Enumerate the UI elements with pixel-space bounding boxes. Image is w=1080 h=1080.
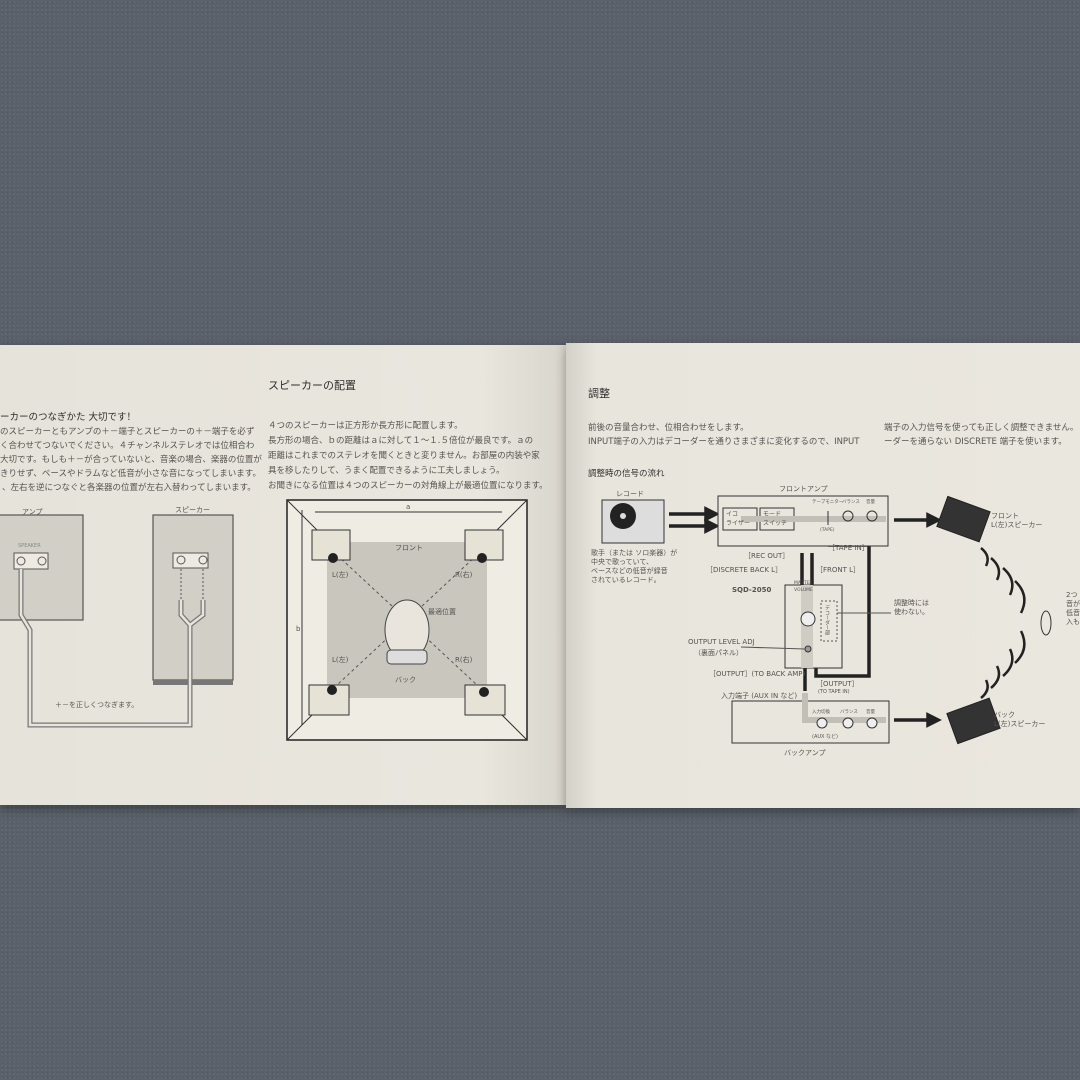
cut-note: 2つ <box>1066 591 1078 599</box>
text-line: く合わせてつないでください。４チャンネルステレオでは位相合わ <box>0 441 255 451</box>
master-volume-label: VOLUME <box>794 588 813 593</box>
text-line: INPUT端子の入力はデコーダーを通りさまざまに変化するので、INPUT <box>588 437 860 447</box>
text-line: 、左右を逆につなぐと各楽器の位置が左右入替わってしまいます。 <box>2 483 256 493</box>
back-speaker-label: L(左)スピーカー <box>994 720 1046 728</box>
cut-note: 入も <box>1066 618 1080 626</box>
back-left-label: L(左) <box>332 656 349 664</box>
text-line: 長方形の場合、ｂの距離はａに対して１～１.５倍位が最良です。ａの <box>268 436 534 446</box>
mode-switch-label: モード <box>763 511 782 518</box>
speaker-label: スピーカー <box>175 506 210 514</box>
adjustment-heading: 調整 <box>588 387 610 400</box>
record-label: レコード <box>616 490 644 498</box>
mode-switch-label: スイッチ <box>763 520 788 527</box>
wiring-illustration <box>0 514 234 728</box>
decoder-note: 使わない。 <box>894 608 929 616</box>
front-right-label: R(右) <box>455 571 473 579</box>
text-line: のスピーカーともアンプの＋－端子とスピーカーの＋－端子を必ず <box>0 427 255 437</box>
back-amp-label: バックアンプ <box>784 749 826 757</box>
front-speaker-label: フロント <box>991 512 1019 520</box>
left-page: スピーカーの配置 ーカーのつなぎかた 大切です！ のスピーカーともアンプの＋－端… <box>0 345 566 805</box>
placement-illustration <box>286 499 528 741</box>
input-select-label: 入力切換 <box>812 710 830 715</box>
section-heading-placement: スピーカーの配置 <box>268 379 356 392</box>
text-line: 大切です。もしも＋－が合っていないと、音楽の場合、楽器の位置が <box>0 455 262 465</box>
text-line: お聞きになる位置は４つのスピーカーの対角線上が最適位置になります。 <box>268 481 548 491</box>
signal-flow-heading: 調整時の信号の流れ <box>588 469 665 479</box>
balance-label: バランス <box>840 710 858 715</box>
master-volume-label: MASTER <box>794 581 813 586</box>
output-back-label: ［OUTPUT］(TO BACK AMP) <box>709 670 806 678</box>
text-line: 端子の入力信号を使っても正しく調整できません。 <box>884 423 1079 433</box>
aux-label: (AUX など) <box>812 734 838 740</box>
record-caption: 歌手（または ソロ楽器）が <box>591 549 678 557</box>
input-terminal-label: 入力端子 (AUX IN など) <box>721 692 798 700</box>
output-tape-label: ［OUTPUT］ <box>816 680 859 688</box>
text-line: きりせず、ベースやドラムなど低音が小さな音になってしまいます。 <box>0 469 261 479</box>
cut-note: 低音 <box>1066 609 1080 617</box>
listening-position-label: 最適位置 <box>428 608 456 616</box>
wiring-caption: ＋－を正しくつなぎます。 <box>55 701 139 709</box>
equalizer-label: ライザー <box>726 520 751 527</box>
back-right-label: R(右) <box>455 656 473 664</box>
amp-terminal-label: SPEAKER <box>18 543 41 549</box>
volume-label: 音量 <box>866 710 875 715</box>
model-label: SQD-2050 <box>732 586 772 594</box>
output-level-label: OUTPUT LEVEL ADJ <box>688 638 755 646</box>
section-heading-wiring: ーカーのつなぎかた 大切です！ <box>0 412 137 423</box>
equalizer-label: イコ <box>726 511 739 518</box>
record-caption: ベースなどの低音が録音 <box>591 567 668 575</box>
dim-b: b <box>296 625 301 633</box>
back-label: バック <box>395 676 416 684</box>
text-line: 前後の音量合わせ、位相合わせをします。 <box>588 423 749 433</box>
cut-note: 音が <box>1066 600 1080 608</box>
tape-in-label: ［TAPE IN］ <box>828 544 869 552</box>
record-caption: 中央で歌っていて、 <box>591 558 654 566</box>
text-line: ーダーを通らない DISCRETE 端子を使います。 <box>884 437 1067 447</box>
right-page: 調整 前後の音量合わせ、位相合わせをします。 INPUT端子の入力はデコーダーを… <box>566 343 1080 808</box>
amp-label: アンプ <box>22 508 43 516</box>
front-amp-label: フロントアンプ <box>779 485 828 493</box>
decoder-note: 調整時には <box>894 599 929 607</box>
balance-label: バランス <box>842 500 860 505</box>
front-label: フロント <box>395 544 423 552</box>
back-speaker-label: バック <box>994 711 1015 719</box>
record-caption: されているレコード。 <box>591 576 661 584</box>
tape-monitor-label: テープモニター <box>812 500 844 505</box>
dim-a: a <box>406 503 411 511</box>
text-line: 距離はこれまでのステレオを聞くときと変りません。お部屋の内装や家 <box>268 451 540 461</box>
text-line: 具を移したりして、うまく配置できるように工夫しましょう。 <box>268 466 505 476</box>
front-l-label: ［FRONT L］ <box>816 566 861 574</box>
rec-out-label: ［REC OUT］ <box>744 552 790 560</box>
volume-label: 音量 <box>866 500 875 505</box>
text-line: ４つのスピーカーは正方形か長方形に配置します。 <box>268 421 463 431</box>
output-level-sub: （裏面パネル） <box>694 649 743 657</box>
front-speaker-label: L(左)スピーカー <box>991 521 1043 529</box>
signal-flow-diagram <box>601 495 1052 745</box>
discrete-back-label: ［DISCRETE BACK L］ <box>706 566 783 574</box>
decoder-label: デコーダー部 <box>824 605 830 635</box>
front-left-label: L(左) <box>332 571 349 579</box>
output-tape-sub: (TO TAPE IN) <box>818 689 850 695</box>
tape-label: (TAPE) <box>820 528 835 533</box>
